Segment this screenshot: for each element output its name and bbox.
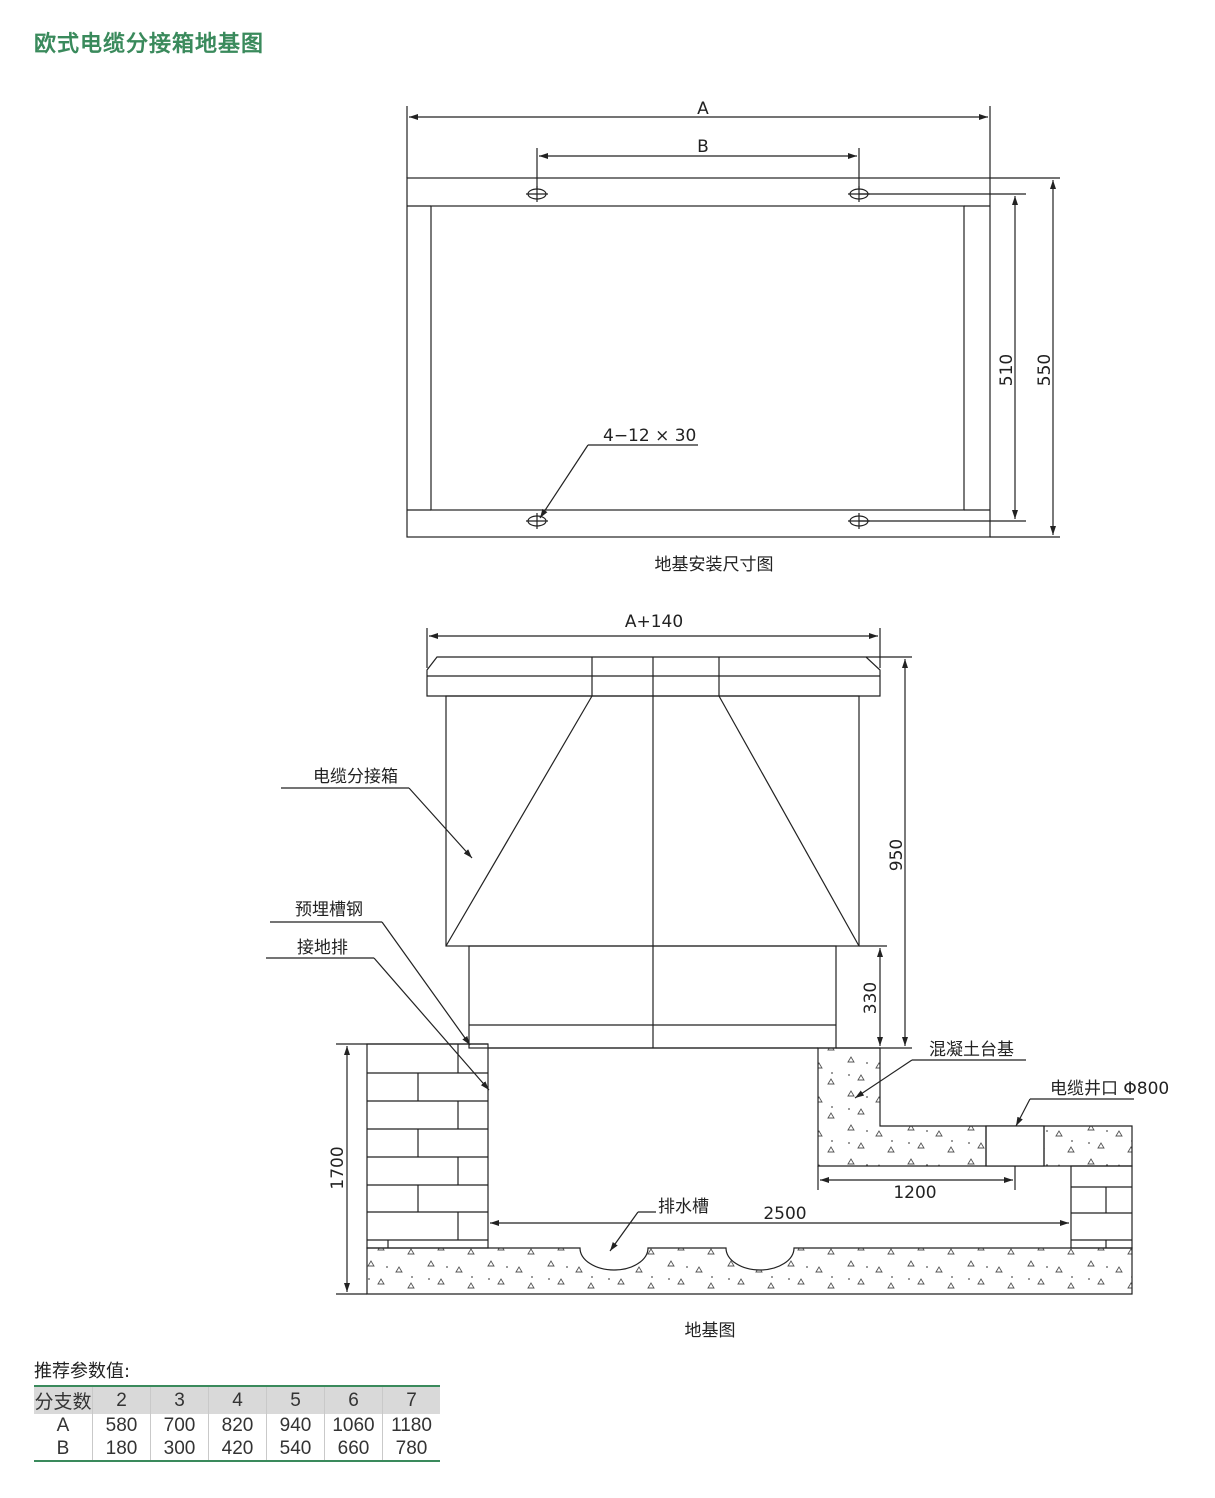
- mounting-hole: [526, 186, 548, 202]
- foundation-slab: [366, 1247, 1133, 1295]
- dim-510-label: 510: [997, 354, 1017, 386]
- label-embedded-channel: 预埋槽钢: [295, 900, 363, 920]
- table-cell: 540: [266, 1437, 325, 1462]
- header-cell: 5: [266, 1385, 325, 1414]
- header-cell: 3: [150, 1385, 209, 1414]
- table-row: B 180 300 420 540 660 780: [34, 1437, 440, 1462]
- recommended-values-label: 推荐参数值:: [34, 1361, 131, 1382]
- cabinet-base: [468, 945, 837, 1049]
- dim-330-label: 330: [861, 982, 881, 1014]
- cabinet-roof: [426, 656, 881, 697]
- dim-a-label: A: [697, 99, 709, 119]
- table-header-row: 分支数 2 3 4 5 6 7: [34, 1385, 440, 1414]
- table-cell: 1060: [324, 1414, 383, 1437]
- label-ground-bar: 接地排: [297, 938, 348, 958]
- mounting-hole: [526, 513, 548, 529]
- section-view: [266, 628, 1134, 1295]
- cabinet-body: [445, 695, 860, 947]
- table-cell: 580: [92, 1414, 151, 1437]
- section-caption: 地基图: [685, 1321, 736, 1341]
- header-cell: 4: [208, 1385, 267, 1414]
- table-cell: 780: [382, 1437, 440, 1462]
- table-row: A 580 700 820 940 1060 1180: [34, 1414, 440, 1437]
- page-title: 欧式电缆分接箱地基图: [34, 32, 265, 57]
- concrete-plinth: [817, 1047, 1133, 1167]
- label-drain-channel: 排水槽: [658, 1197, 709, 1217]
- hole-spec-label: 4−12 × 30: [603, 426, 696, 446]
- dim-width-label: A+140: [625, 612, 683, 632]
- table-cell: 660: [324, 1437, 383, 1462]
- header-cell: 7: [382, 1385, 440, 1414]
- table-cell: 180: [92, 1437, 151, 1462]
- frame-outer: [406, 177, 991, 538]
- header-cell: 分支数: [34, 1385, 93, 1414]
- label-cable-well: 电缆井口 Φ800: [1050, 1079, 1169, 1099]
- brick-wall-right: [1070, 1165, 1133, 1249]
- dim-550-label: 550: [1035, 354, 1055, 386]
- table-cell: 700: [150, 1414, 209, 1437]
- plan-caption: 地基安装尺寸图: [655, 555, 774, 575]
- plan-view: [406, 106, 1060, 538]
- table-cell: 1180: [391, 1414, 432, 1436]
- label-concrete-base: 混凝土台基: [929, 1040, 1014, 1060]
- table-cell: 940: [266, 1414, 325, 1437]
- dim-1200-label: 1200: [893, 1183, 936, 1203]
- table-cell: 300: [150, 1437, 209, 1462]
- dim-950-label: 950: [887, 839, 907, 871]
- dim-2500-label: 2500: [763, 1204, 806, 1224]
- header-cell: 6: [324, 1385, 383, 1414]
- frame-inner: [430, 205, 965, 511]
- brick-wall-left: [366, 1043, 489, 1249]
- header-cell: 2: [92, 1385, 151, 1414]
- table-cell: A: [34, 1414, 93, 1437]
- params-table: 分支数 2 3 4 5 6 7 A 580 700 820 940 1060 1…: [34, 1385, 440, 1462]
- table-cell: B: [34, 1437, 93, 1462]
- label-cable-box: 电缆分接箱: [313, 767, 398, 787]
- table-cell: 420: [208, 1437, 267, 1462]
- dim-1700-label: 1700: [328, 1146, 348, 1189]
- table-cell: 820: [208, 1414, 267, 1437]
- dim-b-label: B: [697, 137, 709, 157]
